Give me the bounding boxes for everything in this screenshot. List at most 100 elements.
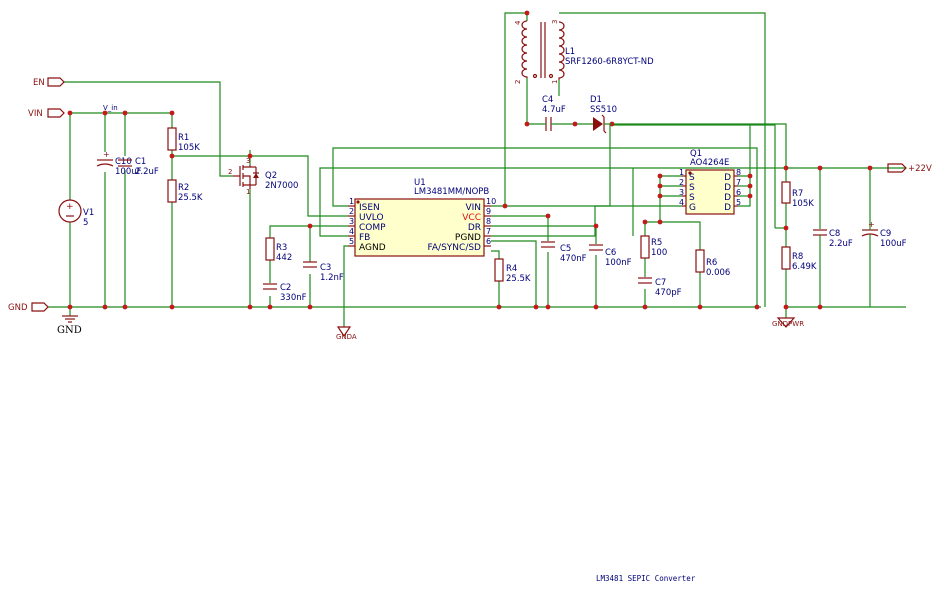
net-label-vin-text: VIN <box>28 109 43 119</box>
u1-pin-vin: VIN <box>465 203 481 213</box>
u1-pin1-num: 1 <box>349 197 354 206</box>
q1-pin8-name: D <box>724 173 731 183</box>
l1-pin3: 3 <box>551 20 559 24</box>
u1-pin8-num: 8 <box>486 217 491 226</box>
c4-ref: C4 <box>542 95 553 105</box>
c5-value: 470nF <box>560 254 587 264</box>
d1-value: SS510 <box>590 105 617 115</box>
q1-pin7-num: 7 <box>736 178 741 187</box>
q2-pin-source: 1 <box>246 188 250 196</box>
r7-value: 105K <box>792 199 814 209</box>
r2-value: 25.5K <box>178 193 203 203</box>
c3-value: 1.2nF <box>320 273 344 283</box>
c1-ref: C1 <box>135 157 146 167</box>
r4-ref: R4 <box>506 264 517 274</box>
u1-controller: U1 LM3481MM/NOPB 1 2 3 4 5 ISEN UVLO COM… <box>348 178 496 257</box>
gnd-symbol: GND <box>57 315 82 336</box>
q2-mosfet: 2 3 1 Q2 2N7000 <box>228 157 298 196</box>
q1-pin3-name: S <box>689 193 695 203</box>
q1-pin2-name: S <box>689 183 695 193</box>
c9-value: 100uF <box>880 239 907 249</box>
c3-ref: C3 <box>320 263 331 273</box>
u1-pin-fa-sync-sd: FA/SYNC/SD <box>428 243 482 253</box>
r8-ref: R8 <box>792 252 803 262</box>
r1-value: 105K <box>178 143 200 153</box>
c6-ref: C6 <box>605 248 616 258</box>
r5-value: 100 <box>651 248 667 258</box>
u1-ref: U1 <box>414 178 426 188</box>
net-label-en: EN <box>33 77 65 88</box>
r6-value: 0.006 <box>706 268 730 278</box>
c4-value: 4.7uF <box>542 105 566 115</box>
c7-value: 470pF <box>655 288 682 298</box>
r5-resistor: R5 100 <box>640 235 667 259</box>
r3-ref: R3 <box>276 243 287 253</box>
q1-ref: Q1 <box>690 149 702 159</box>
l1-ref: L1 <box>565 47 575 57</box>
c2-capacitor: C2 330nF <box>263 283 307 303</box>
r7-ref: R7 <box>792 189 803 199</box>
c6-capacitor: C6 100nF <box>589 244 632 268</box>
u1-pin-fb: FB <box>359 233 370 243</box>
c3-capacitor: C3 1.2nF <box>303 261 344 283</box>
gndpwr-symbol-label: GNDPWR <box>772 320 804 328</box>
u1-pin-pgnd: PGND <box>455 233 481 243</box>
l1-pin4: 4 <box>514 20 522 25</box>
c8-ref: C8 <box>829 229 840 239</box>
schematic-title: LM3481 SEPIC Converter <box>596 574 696 583</box>
gnda-symbol-label: GNDA <box>336 333 357 341</box>
v1-value: 5 <box>83 218 88 228</box>
r4-resistor: R4 25.5K <box>494 258 531 284</box>
u1-pin-isen: ISEN <box>359 203 380 213</box>
q1-mosfet: Q1 AO4264E 1 2 3 4 S S S G 8 7 6 5 D D D… <box>679 149 741 215</box>
q1-pin2-num: 2 <box>679 178 684 187</box>
u1-pin5-num: 5 <box>349 237 354 246</box>
q1-pin4-name: G <box>689 203 696 213</box>
u1-pin2-num: 2 <box>349 207 354 216</box>
r6-ref: R6 <box>706 258 717 268</box>
c7-ref: C7 <box>655 278 666 288</box>
c1-capacitor: C1 2.2uF <box>118 157 159 177</box>
q1-pin3-num: 3 <box>679 188 684 197</box>
c7-capacitor: C7 470pF <box>638 277 682 298</box>
junctions <box>67 10 873 310</box>
c5-capacitor: C5 470nF <box>541 241 587 264</box>
r7-resistor: R7 105K <box>781 181 814 209</box>
q1-pin5-num: 5 <box>736 198 741 207</box>
u1-pin10-num: 10 <box>486 197 496 206</box>
l1-pin1: 1 <box>551 80 559 84</box>
q1-pin6-name: D <box>724 193 731 203</box>
c10-ref: C10 <box>115 157 132 167</box>
l1-value: SRF1260-6R8YCT-ND <box>565 57 654 67</box>
r1-ref: R1 <box>178 133 189 143</box>
r2-ref: R2 <box>178 183 189 193</box>
d1-diode: D1 SS510 <box>590 95 617 134</box>
r5-ref: R5 <box>651 238 662 248</box>
v1-ref: V1 <box>83 208 94 218</box>
q2-ref: Q2 <box>265 171 277 181</box>
net-label-out: +22V <box>887 163 932 174</box>
q2-pin-drain: 3 <box>246 157 250 165</box>
r2-resistor: R2 25.5K <box>167 179 203 203</box>
net-label-gnd: GND <box>8 302 49 313</box>
c8-value: 2.2uF <box>829 239 853 249</box>
net-label-en-text: EN <box>33 78 45 88</box>
c2-value: 330nF <box>280 293 307 303</box>
r6-resistor: R6 0.006 <box>695 249 730 278</box>
u1-pin-vcc: VCC <box>462 213 481 223</box>
u1-pin9-num: 9 <box>486 207 491 216</box>
u1-pin6-num: 6 <box>486 237 491 246</box>
u1-pin7-num: 7 <box>486 227 491 236</box>
q1-pin1-num: 1 <box>679 168 684 177</box>
q1-pin8-num: 8 <box>736 168 741 177</box>
u1-pin4-num: 4 <box>349 227 354 236</box>
u1-pin-comp: COMP <box>359 223 386 233</box>
l1-pin2: 2 <box>514 80 522 84</box>
u1-pin-agnd: AGND <box>359 243 386 253</box>
c9-capacitor: + C9 100uF <box>861 220 907 249</box>
d1-ref: D1 <box>590 95 602 105</box>
r4-value: 25.5K <box>506 274 531 284</box>
gndpwr-symbol: GNDPWR <box>772 317 804 328</box>
q1-value: AO4264E <box>690 158 729 168</box>
